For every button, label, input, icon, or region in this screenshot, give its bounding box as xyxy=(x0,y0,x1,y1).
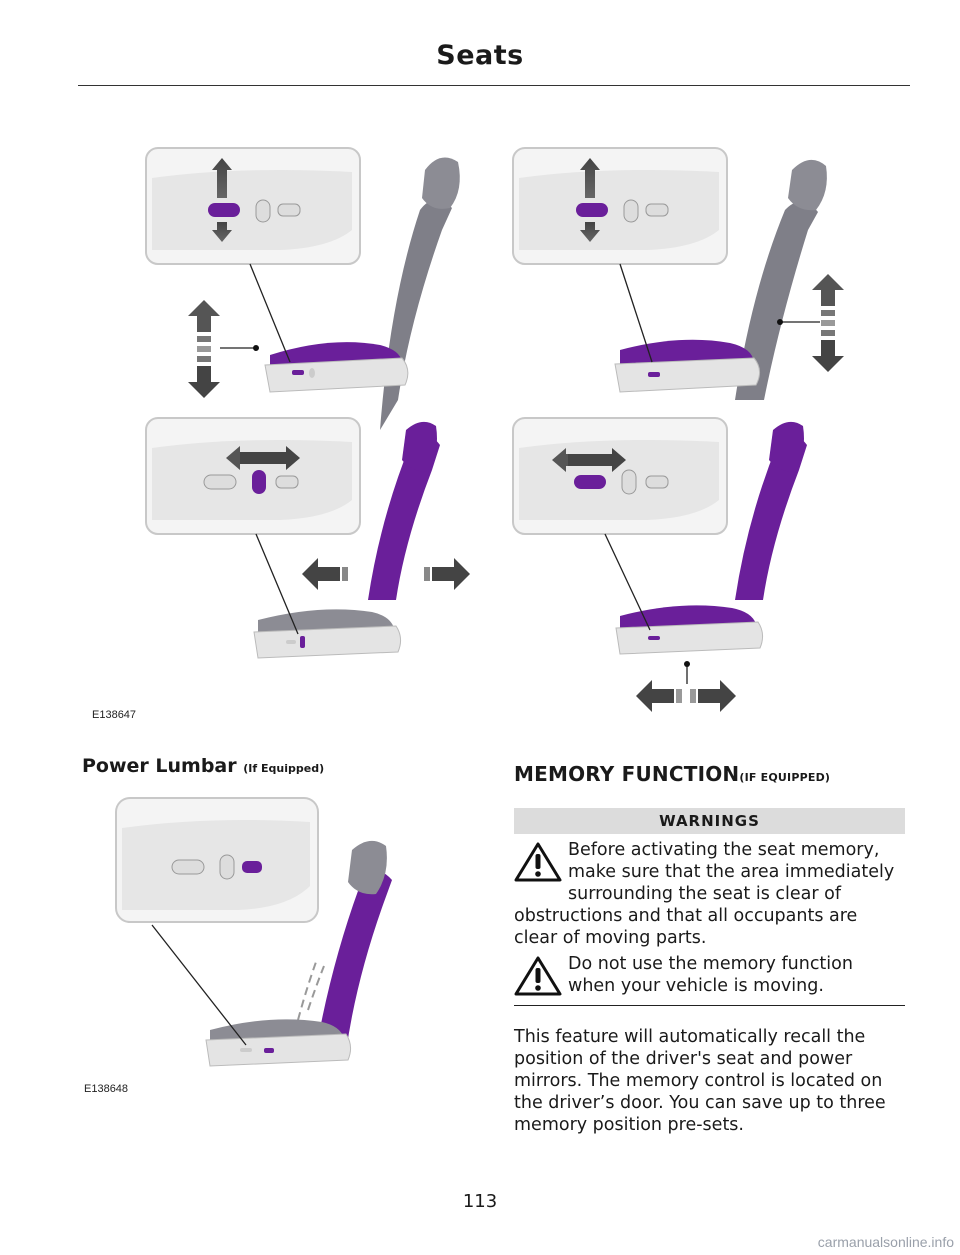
seat-tilt-panel xyxy=(512,417,807,712)
memory-function-description: This feature will automatically recall t… xyxy=(514,1027,886,1135)
seat-fore-aft-panel xyxy=(145,417,470,659)
figure-code-lumbar: E138648 xyxy=(84,1083,129,1095)
seat-adjustment-illustration xyxy=(145,147,844,712)
figure-code-top: E138647 xyxy=(92,709,137,721)
seat-recline-panel xyxy=(512,147,844,400)
section-heading-power-lumbar: Power Lumbar (If Equipped) xyxy=(82,755,325,777)
warning-1-text: Before activating the seat memory, make … xyxy=(568,840,895,904)
header-divider xyxy=(78,85,910,86)
warning-2-text: Do not use the memory function when your… xyxy=(568,954,853,996)
power-lumbar-illustration xyxy=(115,797,392,1067)
warning-triangle-icon xyxy=(514,842,562,882)
page-number: 113 xyxy=(462,1191,498,1212)
page-title: Seats xyxy=(436,40,524,71)
warnings-divider xyxy=(514,1005,905,1006)
warnings-header: WARNINGS xyxy=(514,808,905,834)
warning-triangle-icon xyxy=(514,956,562,996)
section-heading-memory-function: MEMORY FUNCTION(IF EQUIPPED) xyxy=(514,762,831,786)
watermark-text: carmanualsonline.info xyxy=(817,1234,954,1250)
warning-1-continuation: obstructions and that all occupants are … xyxy=(514,906,858,948)
seat-height-panel xyxy=(145,147,460,430)
